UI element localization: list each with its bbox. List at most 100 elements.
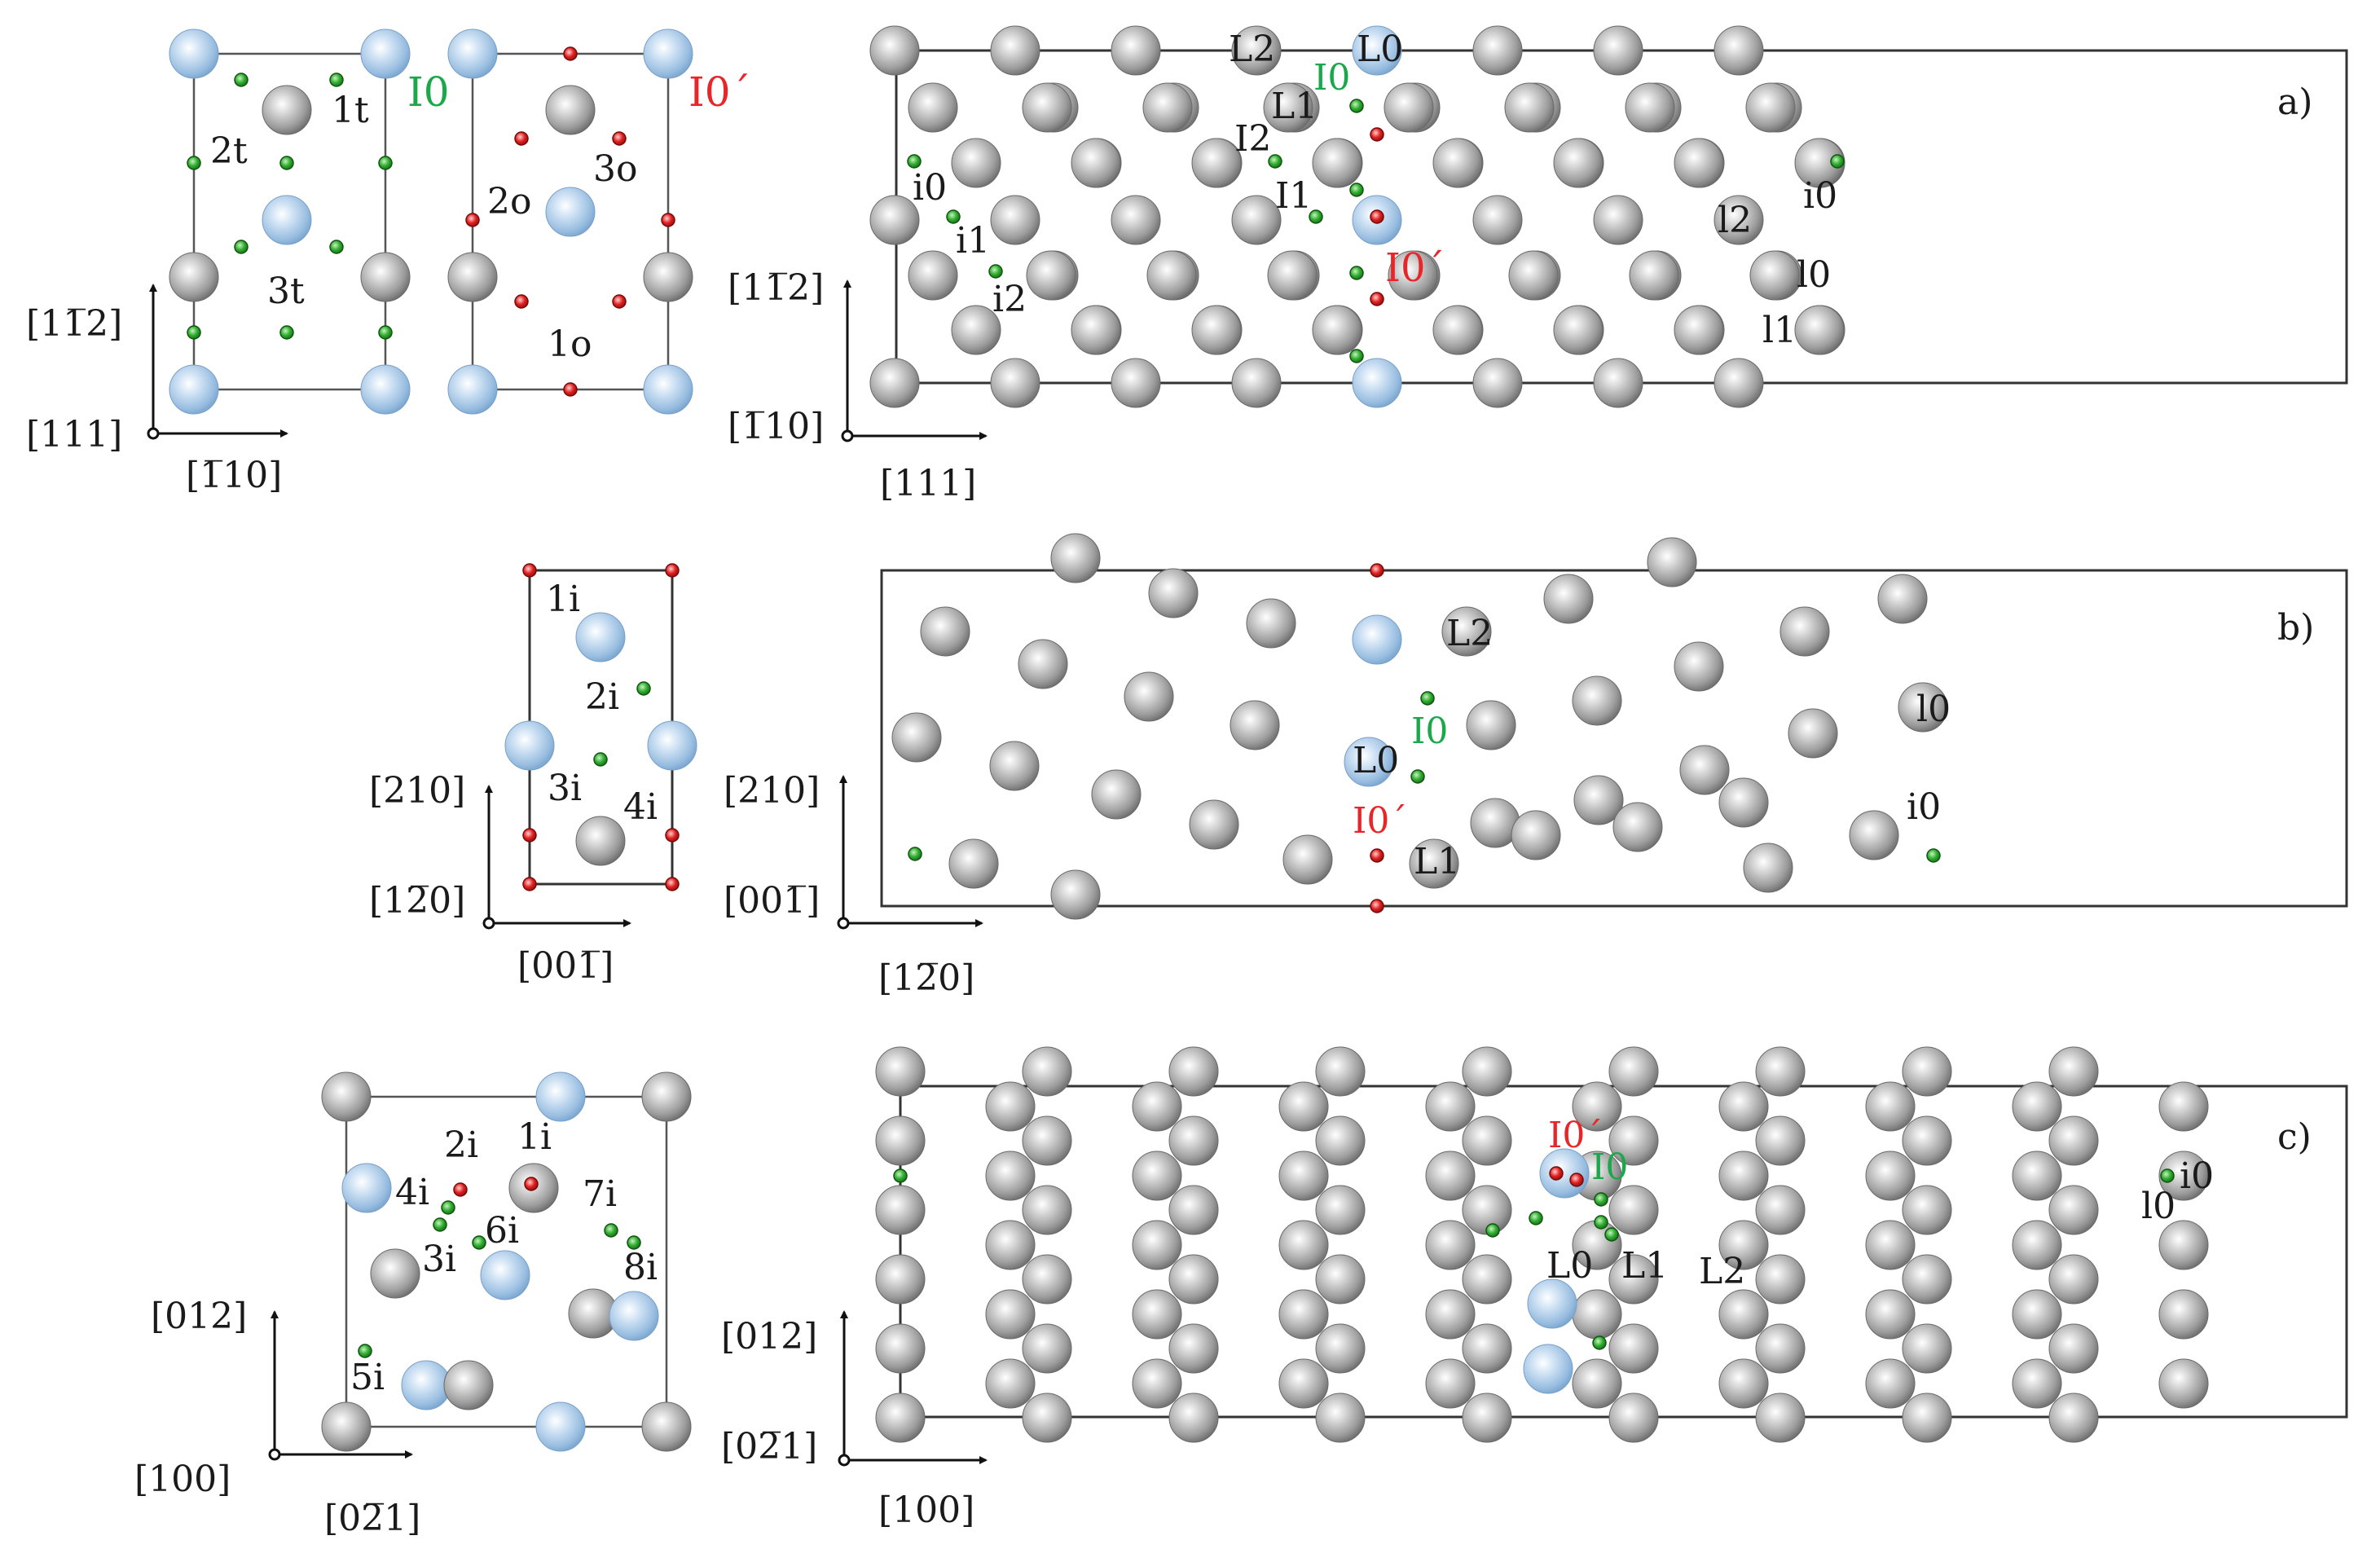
host-atom bbox=[1022, 1393, 1072, 1443]
solute-atom bbox=[504, 720, 555, 771]
tetrahedral-site bbox=[1485, 1223, 1500, 1238]
host-atom bbox=[1425, 1220, 1476, 1270]
solute-atom bbox=[643, 364, 693, 415]
host-atom bbox=[1278, 1358, 1329, 1409]
tetrahedral-site bbox=[279, 325, 294, 340]
solute-atom bbox=[1352, 358, 1402, 408]
tetrahedral-site bbox=[1529, 1211, 1543, 1225]
tetrahedral-site bbox=[1926, 848, 1941, 863]
axis-label-c-horizontal: [02̅1] bbox=[324, 1498, 420, 1539]
label-sb-I0: I0 bbox=[1411, 711, 1448, 752]
unit-cell-a1-atoms bbox=[169, 29, 411, 415]
octahedral-site bbox=[612, 294, 627, 309]
label-b-1i: 1i bbox=[546, 579, 580, 620]
octahedral-site bbox=[514, 294, 529, 309]
host-atom bbox=[1432, 305, 1483, 355]
label-sa-I2: I2 bbox=[1234, 118, 1271, 160]
solute-atom bbox=[447, 29, 498, 79]
slab-a-atoms bbox=[869, 25, 1845, 408]
host-atom bbox=[641, 1401, 692, 1452]
host-atom bbox=[1718, 1289, 1769, 1340]
solute-atom bbox=[575, 612, 626, 662]
octahedral-site bbox=[1370, 899, 1384, 913]
solute-atom bbox=[360, 29, 411, 79]
host-atom bbox=[1714, 358, 1764, 408]
host-atom bbox=[1573, 775, 1624, 825]
label-c-6i: 6i bbox=[485, 1210, 519, 1252]
host-atom bbox=[1718, 1151, 1769, 1201]
label-a1-1t: 1t bbox=[332, 90, 369, 131]
host-atom bbox=[1877, 574, 1928, 624]
host-atom bbox=[1282, 834, 1333, 885]
host-atom bbox=[1168, 1046, 1219, 1097]
host-atom bbox=[1278, 1289, 1329, 1340]
solute-atom bbox=[169, 29, 219, 79]
tetrahedral-site bbox=[441, 1200, 455, 1215]
host-atom bbox=[1553, 305, 1604, 355]
label-sa-L2: L2 bbox=[1229, 29, 1275, 70]
axis-label-sb-horizontal: [12̅0] bbox=[878, 957, 974, 999]
octahedral-site bbox=[665, 877, 680, 891]
host-atom bbox=[1472, 25, 1523, 76]
host-atom bbox=[1718, 777, 1769, 828]
octahedral-site bbox=[1370, 563, 1384, 578]
tetrahedral-site bbox=[378, 325, 393, 340]
axis-label-sc-horizontal: [100] bbox=[878, 1489, 974, 1531]
host-atom bbox=[875, 1323, 926, 1374]
host-atom bbox=[1749, 250, 1800, 301]
label-sb-I0p: I0´ bbox=[1353, 800, 1407, 842]
tetrahedral-site bbox=[187, 156, 201, 170]
host-atom bbox=[2012, 1081, 2062, 1132]
host-atom bbox=[875, 1115, 926, 1166]
host-atom bbox=[1608, 1046, 1659, 1097]
axis-sa-origin bbox=[841, 429, 854, 442]
host-atom bbox=[370, 1248, 420, 1299]
host-atom bbox=[1246, 598, 1296, 649]
host-atom bbox=[985, 1358, 1036, 1409]
host-atom bbox=[951, 138, 1001, 188]
host-atom bbox=[643, 252, 693, 302]
host-atom bbox=[1111, 195, 1161, 245]
octahedral-site bbox=[524, 1177, 539, 1191]
tetrahedral-site bbox=[1268, 154, 1282, 169]
octahedral-site bbox=[665, 563, 680, 578]
host-atom bbox=[1902, 1115, 1952, 1166]
label-sa-i0-left: i0 bbox=[913, 167, 947, 209]
tetrahedral-site bbox=[1592, 1335, 1607, 1350]
tetrahedral-site bbox=[2160, 1168, 2175, 1183]
label-a2-I0p: I0´ bbox=[688, 68, 751, 116]
octahedral-site bbox=[522, 563, 537, 578]
host-atom bbox=[447, 252, 498, 302]
host-atom bbox=[1466, 700, 1516, 750]
axis-label-sb-normal: [001̅] bbox=[724, 880, 820, 922]
host-atom bbox=[985, 1220, 1036, 1270]
host-atom bbox=[1132, 1358, 1182, 1409]
octahedral-site bbox=[665, 828, 680, 843]
solute-atom bbox=[341, 1163, 392, 1213]
host-atom bbox=[1608, 1185, 1659, 1235]
host-atom bbox=[1674, 305, 1724, 355]
solute-atom bbox=[1527, 1278, 1577, 1329]
solute-atom bbox=[1344, 737, 1394, 787]
axis-b-origin bbox=[482, 917, 495, 930]
host-atom bbox=[1132, 1081, 1182, 1132]
host-atom bbox=[1315, 1115, 1366, 1166]
axis-sc-origin bbox=[838, 1454, 851, 1467]
unit-cell-c-frame bbox=[345, 1095, 668, 1428]
label-c-3i: 3i bbox=[422, 1239, 456, 1280]
host-atom bbox=[1572, 675, 1622, 726]
label-a2-3o: 3o bbox=[593, 148, 637, 190]
host-atom bbox=[1022, 1046, 1072, 1097]
host-atom bbox=[1865, 1358, 1916, 1409]
host-atom bbox=[1022, 1115, 1072, 1166]
solute-atom bbox=[535, 1401, 586, 1452]
octahedral-site bbox=[1370, 127, 1384, 142]
octahedral-site bbox=[465, 213, 480, 227]
label-sb-l0: l0 bbox=[1916, 689, 1951, 730]
octahedral-site bbox=[661, 213, 675, 227]
host-atom bbox=[2012, 1151, 2062, 1201]
solute-atom bbox=[1352, 25, 1402, 76]
label-a2-2o: 2o bbox=[487, 181, 531, 222]
host-atom bbox=[1608, 1254, 1659, 1305]
axis-label-sa-normal: [1̅10] bbox=[728, 406, 824, 447]
